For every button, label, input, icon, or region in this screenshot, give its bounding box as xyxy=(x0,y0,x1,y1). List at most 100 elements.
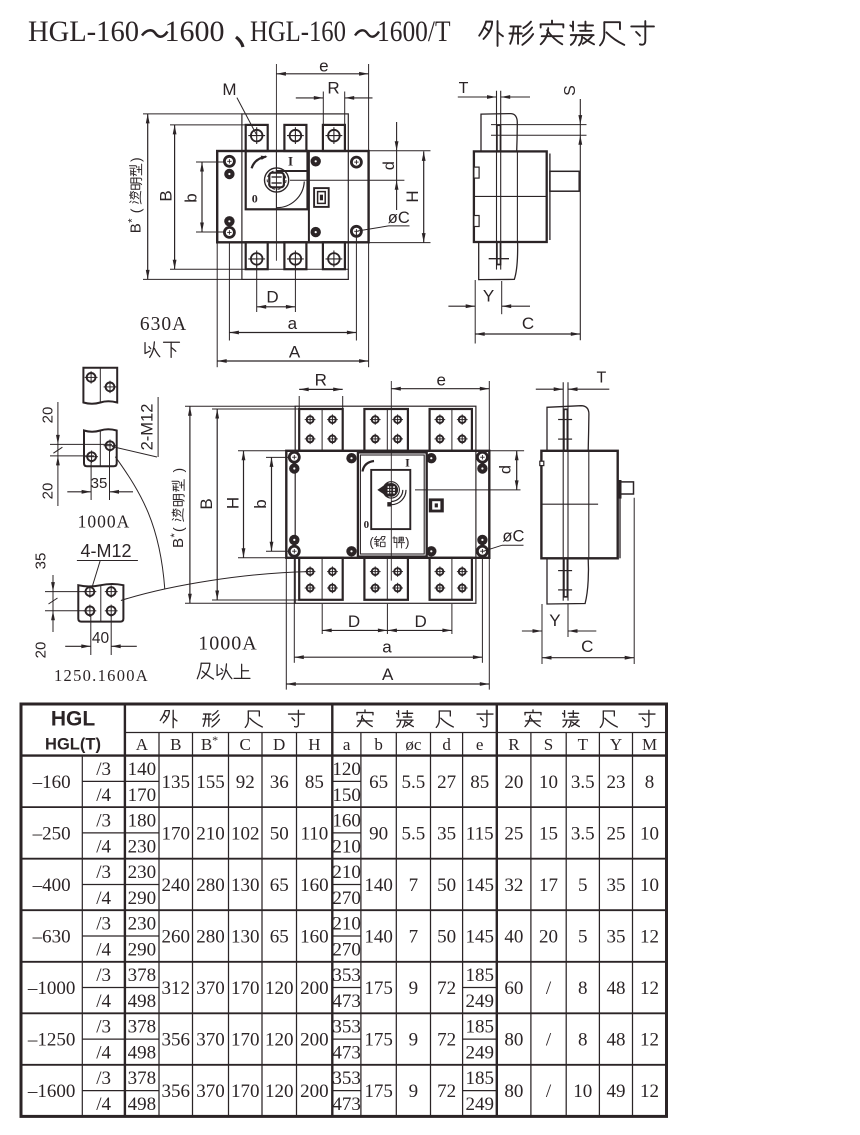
svg-text:353: 353 xyxy=(332,1017,361,1038)
svg-text:170: 170 xyxy=(231,978,260,999)
svg-text:270: 270 xyxy=(332,888,361,909)
svg-text:D: D xyxy=(266,288,278,307)
svg-text:92: 92 xyxy=(236,772,255,793)
svg-text:356: 356 xyxy=(162,1081,191,1102)
svg-text:/4: /4 xyxy=(96,1094,111,1115)
svg-text:85: 85 xyxy=(305,772,324,793)
svg-text:50: 50 xyxy=(437,927,456,948)
svg-text:e: e xyxy=(319,57,328,76)
svg-text:280: 280 xyxy=(196,927,225,948)
svg-text:9: 9 xyxy=(409,1030,419,1051)
svg-text:/: / xyxy=(546,1030,552,1051)
svg-text:140: 140 xyxy=(128,759,157,780)
svg-text:312: 312 xyxy=(162,978,191,999)
svg-text:Y: Y xyxy=(483,287,494,306)
svg-text:T: T xyxy=(459,80,469,97)
svg-text:/4: /4 xyxy=(96,888,111,909)
svg-text:a: a xyxy=(288,314,298,333)
svg-text:/3: /3 xyxy=(96,965,111,986)
svg-text:8: 8 xyxy=(645,772,655,793)
svg-text:60: 60 xyxy=(504,978,523,999)
svg-text:5.5: 5.5 xyxy=(402,823,426,844)
svg-text:(: ( xyxy=(369,535,374,550)
svg-text:160: 160 xyxy=(332,811,361,832)
svg-text:160: 160 xyxy=(300,875,329,896)
svg-text:B: B xyxy=(170,735,181,754)
svg-text:25: 25 xyxy=(504,823,523,844)
svg-text:230: 230 xyxy=(128,836,157,857)
svg-text:R: R xyxy=(327,79,339,98)
svg-text:210: 210 xyxy=(332,836,361,857)
svg-text:B: B xyxy=(128,223,145,233)
svg-text:øC: øC xyxy=(388,209,410,227)
svg-text:15: 15 xyxy=(539,823,558,844)
svg-text:35: 35 xyxy=(91,475,108,492)
svg-text:B: B xyxy=(170,538,187,548)
svg-text:e: e xyxy=(436,371,445,390)
svg-text:0: 0 xyxy=(252,192,258,206)
svg-text:–1600: –1600 xyxy=(27,1081,76,1102)
svg-text:12: 12 xyxy=(640,927,659,948)
svg-text:/3: /3 xyxy=(96,1068,111,1089)
svg-text:0: 0 xyxy=(364,519,370,531)
svg-text:1250.1600A: 1250.1600A xyxy=(54,666,149,685)
svg-text:B: B xyxy=(197,498,216,509)
svg-text:*: * xyxy=(169,533,181,538)
svg-text:3.5: 3.5 xyxy=(571,772,595,793)
svg-text:12: 12 xyxy=(640,1081,659,1102)
svg-text:C: C xyxy=(240,735,251,754)
svg-text:A: A xyxy=(289,343,301,362)
svg-text:249: 249 xyxy=(465,1043,494,1064)
svg-text:170: 170 xyxy=(231,1030,260,1051)
svg-text:–1000: –1000 xyxy=(27,978,76,999)
svg-text:A: A xyxy=(136,735,149,754)
svg-text:110: 110 xyxy=(301,823,329,844)
svg-text:–1250: –1250 xyxy=(27,1030,76,1051)
svg-text:50: 50 xyxy=(270,823,289,844)
svg-text:10: 10 xyxy=(539,772,558,793)
svg-text:–160: –160 xyxy=(32,772,71,793)
svg-text:370: 370 xyxy=(196,1030,225,1051)
svg-text:35: 35 xyxy=(33,553,50,570)
svg-text:210: 210 xyxy=(332,862,361,883)
svg-text:D: D xyxy=(273,735,285,754)
svg-text:HGL-160: HGL-160 xyxy=(250,15,346,48)
svg-text:378: 378 xyxy=(128,1017,157,1038)
svg-text:b: b xyxy=(182,193,201,202)
svg-text:230: 230 xyxy=(128,862,157,883)
svg-text:49: 49 xyxy=(607,1081,626,1102)
svg-text:210: 210 xyxy=(196,823,225,844)
svg-text:–630: –630 xyxy=(32,927,71,948)
svg-text:85: 85 xyxy=(470,772,489,793)
svg-text:260: 260 xyxy=(162,927,191,948)
svg-text:130: 130 xyxy=(231,875,260,896)
svg-text:378: 378 xyxy=(128,1068,157,1089)
svg-text:10: 10 xyxy=(640,823,659,844)
svg-text:140: 140 xyxy=(364,927,393,948)
svg-text:3.5: 3.5 xyxy=(571,823,595,844)
svg-text:A: A xyxy=(382,665,394,684)
svg-text:249: 249 xyxy=(465,991,494,1012)
svg-text:7: 7 xyxy=(409,927,419,948)
svg-text:R: R xyxy=(315,371,327,390)
svg-text:d: d xyxy=(498,465,515,474)
svg-text:12: 12 xyxy=(640,1030,659,1051)
svg-text:20: 20 xyxy=(539,927,558,948)
svg-text:C: C xyxy=(522,314,534,333)
svg-text:–400: –400 xyxy=(32,875,71,896)
svg-text:200: 200 xyxy=(300,978,329,999)
svg-text:370: 370 xyxy=(196,978,225,999)
svg-text:a: a xyxy=(382,638,392,657)
svg-text:7: 7 xyxy=(409,875,419,896)
svg-text:230: 230 xyxy=(128,914,157,935)
svg-text:/4: /4 xyxy=(96,836,111,857)
svg-text:*: * xyxy=(127,218,139,223)
svg-text:473: 473 xyxy=(332,1043,361,1064)
svg-text:øC: øC xyxy=(502,528,524,546)
svg-text:1000A: 1000A xyxy=(78,512,131,532)
svg-text:65: 65 xyxy=(270,927,289,948)
svg-text:145: 145 xyxy=(465,927,494,948)
svg-text:H: H xyxy=(403,190,422,202)
svg-text:185: 185 xyxy=(465,1068,494,1089)
svg-text:35: 35 xyxy=(437,823,456,844)
